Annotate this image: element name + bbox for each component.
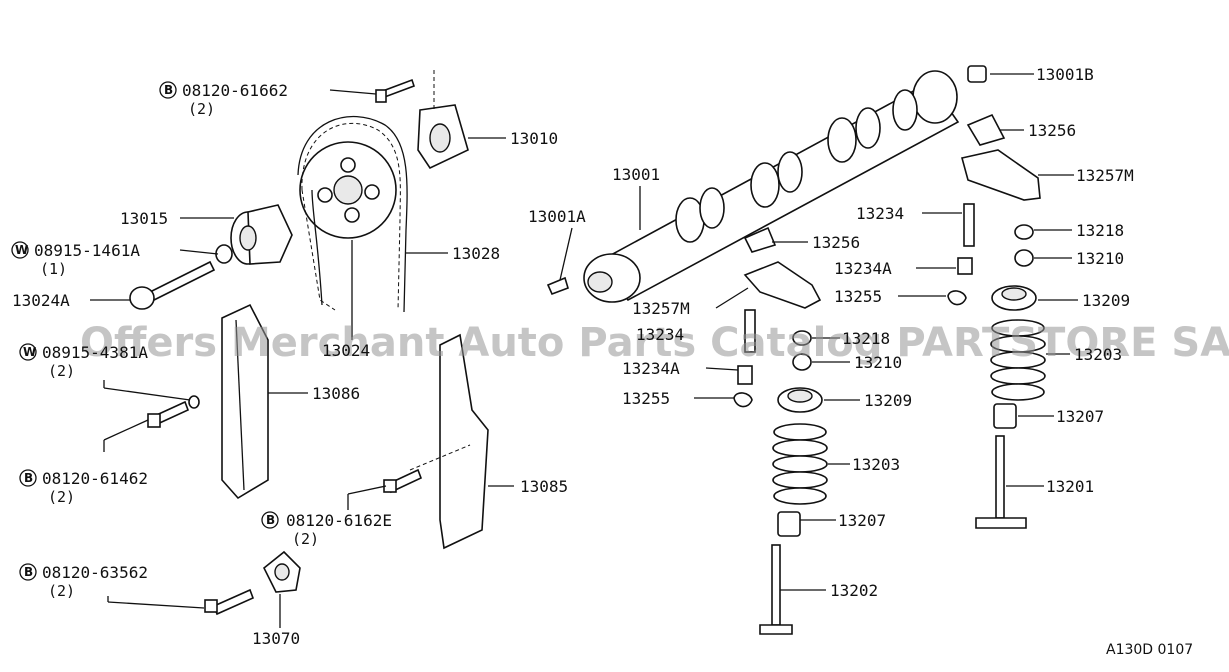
label-13234a-left: 13234A: [622, 359, 680, 378]
pivot-adjuster-13234a-right: [957, 257, 973, 275]
label-13210-right: 13210: [1076, 249, 1124, 268]
chain-slack-guide-13086: [221, 303, 269, 500]
intake-valve-13201: [975, 435, 1027, 529]
label-13218-right: 13218: [1076, 221, 1124, 240]
bolt-08120-63562: [204, 588, 255, 616]
label-13201: 13201: [1046, 477, 1094, 496]
timing-chain-13028: [297, 115, 408, 313]
clip-13255-right: [947, 290, 967, 306]
svg-text:(2): (2): [48, 362, 75, 380]
pivot-13234-right: [963, 203, 975, 247]
pivot-adjuster-13234a-center: [737, 365, 753, 385]
label-13010: 13010: [510, 129, 558, 148]
spring-seat-13209-center: [777, 387, 823, 413]
label-13024: 13024: [322, 341, 370, 360]
valve-seal-13207-right: [993, 403, 1017, 429]
retainer-13218-right: [1014, 224, 1034, 240]
washer-08915-1461a: [215, 244, 233, 264]
callout-08915-4381a: W 08915-4381A (2): [19, 343, 148, 380]
svg-text:08120-61462: 08120-61462: [42, 469, 148, 488]
label-13207-left: 13207: [838, 511, 886, 530]
bolt-13024a: [129, 260, 216, 310]
svg-text:(1): (1): [40, 260, 67, 278]
svg-text:B: B: [24, 565, 33, 579]
label-13001: 13001: [612, 165, 660, 184]
svg-text:08915-4381A: 08915-4381A: [42, 343, 148, 362]
label-13207-right: 13207: [1056, 407, 1104, 426]
svg-text:B: B: [24, 471, 33, 485]
rocker-13256-right: [966, 113, 1006, 146]
svg-text:(2): (2): [48, 488, 75, 506]
chain-tensioner-13015: [230, 204, 293, 265]
valve-spring-13203-center: [772, 423, 828, 505]
label-13234a-right: 13234A: [834, 259, 892, 278]
svg-text:08915-1461A: 08915-1461A: [34, 241, 140, 260]
svg-text:(2): (2): [188, 100, 215, 118]
label-13209-left: 13209: [864, 391, 912, 410]
watermark-text: Offers Merchant Auto Parts Catalog PARTS…: [80, 320, 1229, 366]
svg-text:08120-61662: 08120-61662: [182, 81, 288, 100]
label-13256-mid: 13256: [812, 233, 860, 252]
svg-text:W: W: [15, 243, 28, 257]
label-13256-top: 13256: [1028, 121, 1076, 140]
svg-text:(2): (2): [48, 582, 75, 600]
label-13257m-left: 13257M: [632, 299, 690, 318]
camshaft-sprocket: [299, 141, 397, 239]
label-13203-right: 13203: [1074, 345, 1122, 364]
rocker-arm-13257m-center: [743, 261, 822, 309]
label-13086: 13086: [312, 384, 360, 403]
diagram-reference-code: A130D 0107: [1106, 642, 1193, 658]
label-13028: 13028: [452, 244, 500, 263]
exhaust-valve-13202: [759, 544, 793, 635]
chain-tension-guide-13085: [409, 333, 489, 550]
label-13234-right: 13234: [856, 204, 904, 223]
label-13015: 13015: [120, 209, 168, 228]
callout-08120-61462: B 08120-61462 (2): [19, 469, 148, 506]
spring-seat-13209-right: [991, 285, 1037, 311]
bolt-08120-6162e: [383, 468, 423, 494]
valve-spring-13203-right: [990, 319, 1046, 401]
rocker-13256-center: [743, 226, 777, 253]
svg-text:W: W: [23, 345, 36, 359]
chain-tensioner-13070: [262, 550, 301, 593]
label-13070: 13070: [252, 629, 300, 648]
callout-08915-1461a: W 08915-1461A (1): [11, 241, 140, 278]
label-13210-left: 13210: [854, 353, 902, 372]
leader-lines: [90, 73, 1078, 628]
bolt-08120-61662: [375, 78, 416, 103]
valve-seal-13207-center: [777, 511, 801, 537]
label-13203-left: 13203: [852, 455, 900, 474]
svg-text:B: B: [266, 513, 275, 527]
pivot-13234-center: [744, 309, 756, 353]
bolt-08120-61462: [147, 395, 200, 428]
svg-text:(2): (2): [292, 530, 319, 548]
label-13001a: 13001A: [528, 207, 586, 226]
label-13209-right: 13209: [1082, 291, 1130, 310]
retainer-13218-center: [792, 330, 812, 346]
label-13202: 13202: [830, 581, 878, 600]
callout-08120-61662: B 08120-61662 (2): [159, 81, 288, 118]
callout-08120-6162e: B 08120-6162E (2): [261, 511, 392, 548]
collet-13210-right: [1014, 249, 1034, 267]
rocker-arm-13257m-right: [961, 149, 1041, 201]
label-13218-left: 13218: [842, 329, 890, 348]
svg-text:08120-6162E: 08120-6162E: [286, 511, 392, 530]
collet-13210-center: [792, 353, 812, 371]
label-13024a: 13024A: [12, 291, 70, 310]
clip-13255-center: [733, 392, 753, 408]
label-13085: 13085: [520, 477, 568, 496]
chain-guide-plate-13010: [417, 70, 469, 170]
label-13234-left: 13234: [636, 325, 684, 344]
camshaft-13001: [546, 70, 960, 303]
svg-text:B: B: [164, 83, 173, 97]
cap-13001b: [967, 65, 987, 83]
label-13001b: 13001B: [1036, 65, 1094, 84]
label-13255-right: 13255: [834, 287, 882, 306]
label-13257m-right: 13257M: [1076, 166, 1134, 185]
svg-text:08120-63562: 08120-63562: [42, 563, 148, 582]
label-13255-left: 13255: [622, 389, 670, 408]
callout-08120-63562: B 08120-63562 (2): [19, 563, 148, 600]
